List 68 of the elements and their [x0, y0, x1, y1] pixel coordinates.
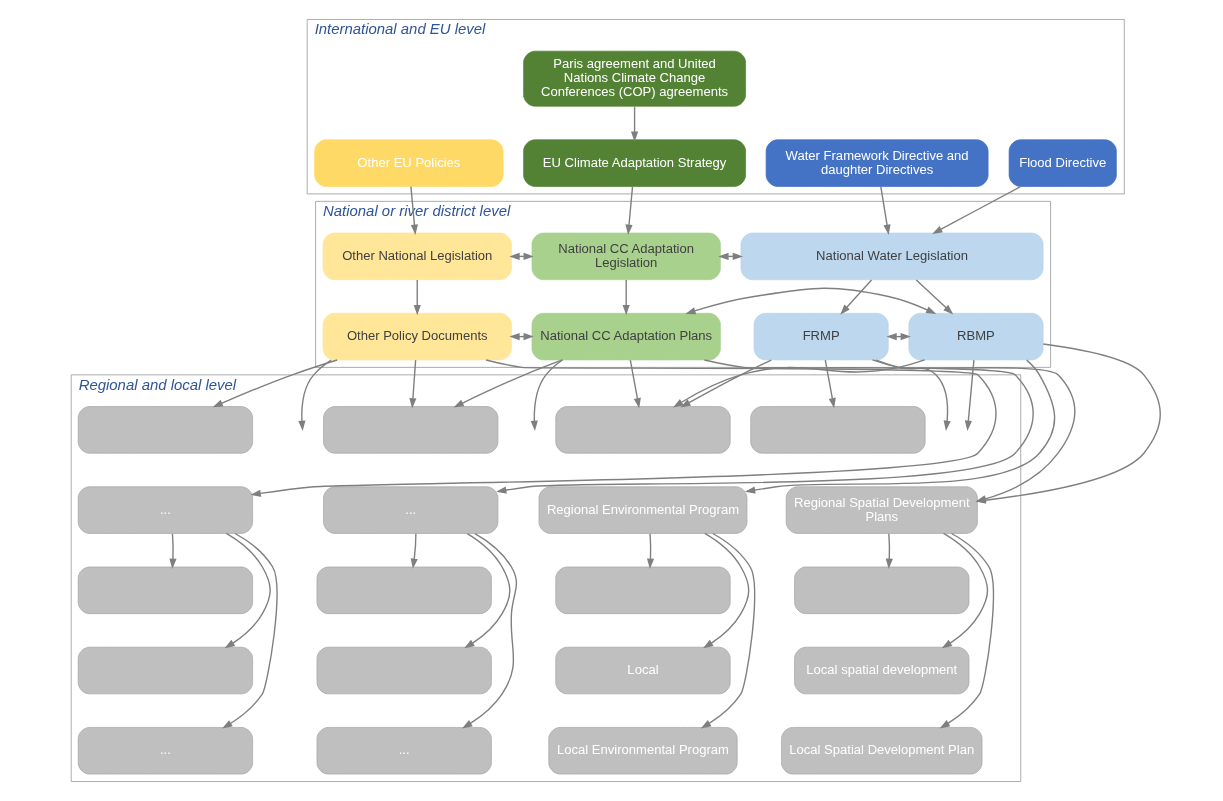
arrow [700, 532, 755, 729]
arrow [408, 359, 416, 409]
node-box [316, 646, 492, 695]
node-box: Other National Legislation [322, 232, 512, 281]
arrow [915, 279, 953, 315]
node-box [77, 646, 253, 695]
arrow [931, 185, 1021, 234]
arrow [624, 185, 633, 235]
arrow [409, 185, 418, 235]
node-box: National CC Adaptation Plans [531, 312, 721, 361]
node-box [322, 406, 498, 454]
node-box [749, 406, 926, 454]
arrow [874, 359, 951, 431]
node-box: National Water Legislation [740, 232, 1043, 281]
arrow [453, 359, 563, 408]
node-box: Local spatial development [793, 646, 969, 695]
arrow [939, 532, 994, 729]
arrow [221, 532, 278, 729]
arrow [463, 532, 511, 649]
node-box: ... [77, 486, 253, 534]
node-box: ... [322, 486, 498, 534]
arrow [679, 359, 772, 408]
arrow [839, 279, 872, 315]
node-box: Water Framework Directive and daughter Directives [765, 139, 988, 187]
node-box: Other Policy Documents [322, 312, 512, 361]
node-box: Flood Directive [1008, 139, 1117, 187]
arrow [410, 533, 418, 569]
arrow [461, 532, 517, 729]
arrow [297, 359, 332, 431]
node-box: Other EU Policies [313, 139, 503, 187]
arrow [941, 532, 988, 649]
node-box: ... [316, 727, 492, 775]
node-box [793, 566, 969, 614]
node-box: Paris agreement and United Nations Climate Change Conferences (COP) agreements [522, 50, 746, 107]
arrow [885, 533, 893, 569]
node-box: Local Spatial Development Plan [780, 727, 982, 775]
node-box [554, 566, 731, 614]
arrow [672, 359, 925, 408]
arrow [530, 359, 563, 431]
arrow [212, 359, 338, 408]
arrow [622, 279, 630, 316]
node-box: National CC Adaptation Legislation [531, 232, 721, 281]
node-box: EU Climate Adaptation Strategy [522, 139, 746, 187]
arrow [744, 359, 1055, 494]
node-box: Regional Environmental Program [538, 486, 747, 534]
node-box: RBMP [907, 312, 1043, 361]
node-box [316, 566, 492, 614]
arrow [702, 532, 749, 649]
node-box: Local Environmental Program [547, 727, 738, 775]
node-box: FRMP [753, 312, 889, 361]
arrow [224, 532, 271, 649]
node-box [77, 566, 253, 614]
arrow [684, 287, 936, 315]
node-box [554, 406, 731, 454]
arrow [646, 533, 654, 569]
node-box [77, 406, 253, 454]
arrow [629, 359, 641, 409]
arrow [250, 359, 997, 497]
arrow [824, 359, 836, 409]
arrow [964, 359, 975, 431]
arrow [879, 185, 891, 235]
arrow [495, 359, 1034, 494]
arrow [168, 533, 177, 569]
node-box: ... [77, 727, 253, 775]
arrow [630, 105, 638, 142]
node-box: Local [554, 646, 731, 695]
arrow [413, 279, 421, 316]
node-box: Regional Spatial Development Plans [785, 486, 978, 534]
